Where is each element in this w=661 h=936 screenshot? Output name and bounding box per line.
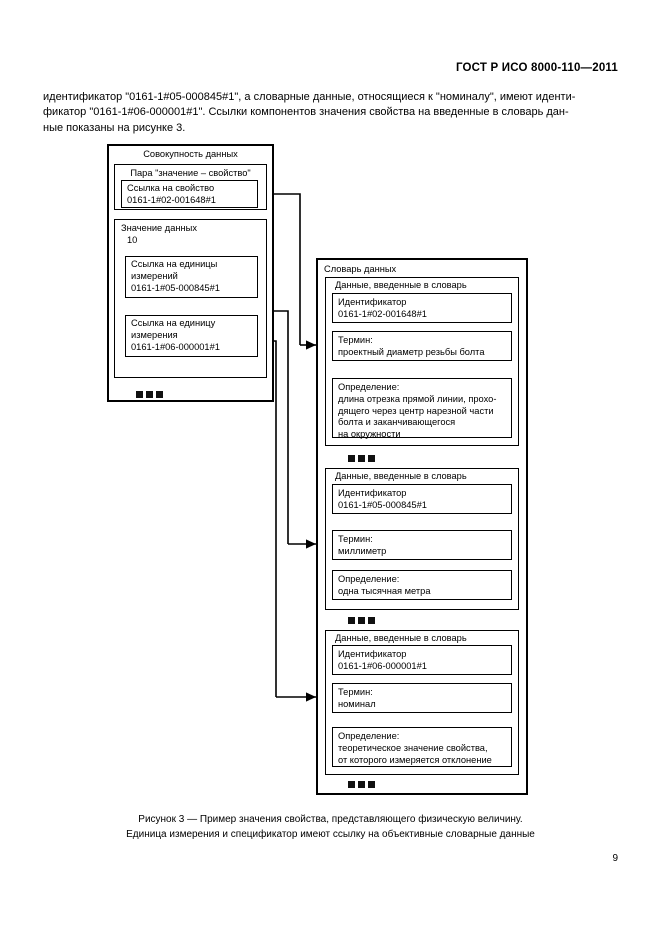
figure-caption-line-1: Рисунок 3 — Пример значения свойства, пр… [138,814,523,825]
dictionary-entry-3-definition-label: Определение: [338,731,400,741]
dictionary-entry-1-term-label: Термин: [338,335,373,345]
dictionary-entry-2-definition-box: Определение: одна тысячная метра [332,570,512,600]
page-number: 9 [612,853,618,864]
body-paragraph: идентификатор "0161-1#05-000845#1", а сл… [43,90,618,136]
value-property-pair-title: Пара "значение – свойство" [130,168,251,178]
dictionary-ellipsis-3-icon [348,781,375,788]
body-line-2: фикатор "0161-1#06-000001#1". Ссылки ком… [43,106,569,119]
unit-reference-label-1: Ссылка на единицу [131,318,216,328]
dictionary-entry-3-term-box: Термин: номинал [332,683,512,713]
figure-3: Совокупность данных Пара "значение – сво… [107,144,528,795]
units-reference-label-1: Ссылка на единицы [131,259,218,269]
property-reference-label: Ссылка на свойство [127,183,215,193]
property-reference-box: Ссылка на свойство 0161-1#02-001648#1 [121,180,258,208]
property-reference-value: 0161-1#02-001648#1 [127,195,216,205]
units-reference-label-2: измерений [131,271,178,281]
figure-caption: Рисунок 3 — Пример значения свойства, пр… [43,812,618,842]
dictionary-entry-3-definition-value: теоретическое значение свойства, от кото… [338,743,492,765]
dictionary-entry-2-identifier-box: Идентификатор 0161-1#05-000845#1 [332,484,512,514]
dictionary-entry-2-term-value: миллиметр [338,546,387,556]
data-value-number: 10 [127,235,138,245]
body-line-1: идентификатор "0161-1#05-000845#1", а сл… [43,91,576,103]
unit-reference-label-2: измерения [131,330,178,340]
data-value-label: Значение данных [121,223,198,233]
dictionary-entry-1-identifier-label: Идентификатор [338,297,407,307]
dictionary-ellipsis-2-icon [348,617,375,624]
data-dictionary-title: Словарь данных [324,264,397,274]
running-header: ГОСТ Р ИСО 8000-110—2011 [455,62,618,74]
body-line-3: ные показаны на рисунке 3. [43,121,186,134]
dictionary-entry-1-term-value: проектный диаметр резьбы болта [338,347,485,357]
dictionary-entry-1-title: Данные, введенные в словарь [335,280,467,290]
dictionary-entry-1-term-box: Термин: проектный диаметр резьбы болта [332,331,512,361]
dictionary-entry-3-identifier-value: 0161-1#06-000001#1 [338,661,427,671]
unit-reference-value: 0161-1#06-000001#1 [131,342,220,352]
dictionary-ellipsis-1-icon [348,455,375,462]
dictionary-entry-3-title: Данные, введенные в словарь [335,633,467,643]
dictionary-entry-2-definition-label: Определение: [338,574,400,584]
dictionary-entry-2-identifier-value: 0161-1#05-000845#1 [338,500,427,510]
dictionary-entry-2-term-label: Термин: [338,534,373,544]
figure-caption-line-2: Единица измерения и спецификатор имеют с… [126,829,535,840]
unit-reference-box: Ссылка на единицу измерения 0161-1#06-00… [125,315,258,357]
dictionary-entry-2-term-box: Термин: миллиметр [332,530,512,560]
units-reference-value: 0161-1#05-000845#1 [131,283,220,293]
dictionary-entry-1-definition-label: Определение: [338,382,400,392]
dictionary-entry-2-definition-value: одна тысячная метра [338,586,431,596]
dictionary-entry-1-identifier-value: 0161-1#02-001648#1 [338,309,427,319]
dictionary-entry-3-identifier-label: Идентификатор [338,649,407,659]
dictionary-entry-2-identifier-label: Идентификатор [338,488,407,498]
dictionary-entry-1-definition-value: длина отрезка прямой линии, прохо- дящег… [338,394,497,439]
dictionary-entry-3-identifier-box: Идентификатор 0161-1#06-000001#1 [332,645,512,675]
dictionary-entry-1-definition-box: Определение: длина отрезка прямой линии,… [332,378,512,439]
units-reference-box: Ссылка на единицы измерений 0161-1#05-00… [125,256,258,298]
dictionary-entry-1-identifier-box: Идентификатор 0161-1#02-001648#1 [332,293,512,323]
data-set-ellipsis-icon [136,391,163,398]
dictionary-entry-3-definition-box: Определение: теоретическое значение свой… [332,727,512,767]
dictionary-entry-2-title: Данные, введенные в словарь [335,471,467,481]
dictionary-entry-3-term-label: Термин: [338,687,373,697]
data-set-title: Совокупность данных [143,149,238,159]
dictionary-entry-3-term-value: номинал [338,699,376,709]
